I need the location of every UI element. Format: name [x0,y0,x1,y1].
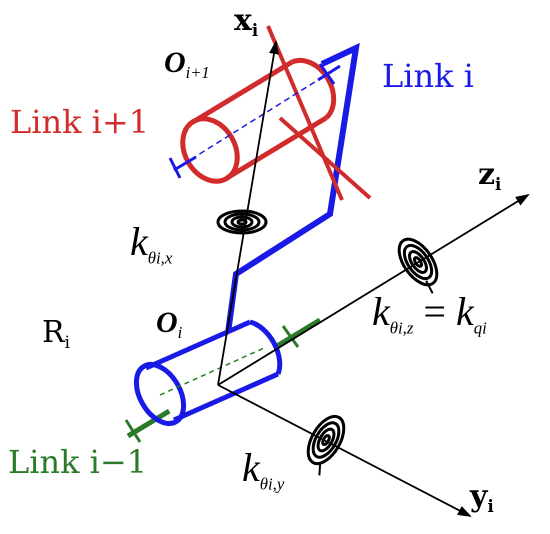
spring-y-icon [306,414,346,476]
link-next-axis-ends [173,155,197,172]
link-current-cylinder [133,319,283,426]
link-next-axis-end-right [317,64,341,82]
frame-label: Ri [42,315,70,352]
link-prev-axis-tick-right [281,325,300,348]
x-axis-label: xi [234,3,259,40]
origin-current-label: Oi [156,306,183,342]
link-prev-axis-tick-left [124,419,142,443]
link-prev-axis-inner [159,347,265,396]
link-next-joint-axis [173,69,335,171]
z-axis-label: zi [478,157,502,194]
stiffness-z-label: kθi,z = kqi [372,289,487,338]
origin-next-label: Oi+1 [164,46,210,82]
link-current-label: Link i [382,57,474,95]
stiffness-y-label: kθi,y [242,445,285,494]
spring-z-icon [397,237,439,294]
z-axis-arrow [217,193,530,386]
link-previous-label: Link i−1 [8,443,148,481]
link-next-label: Link i+1 [10,103,150,141]
y-axis-label: yi [470,479,494,516]
spring-x-icon [216,209,268,235]
stiffness-x-label: kθi,x [130,219,173,268]
y-axis-arrow [217,384,472,517]
